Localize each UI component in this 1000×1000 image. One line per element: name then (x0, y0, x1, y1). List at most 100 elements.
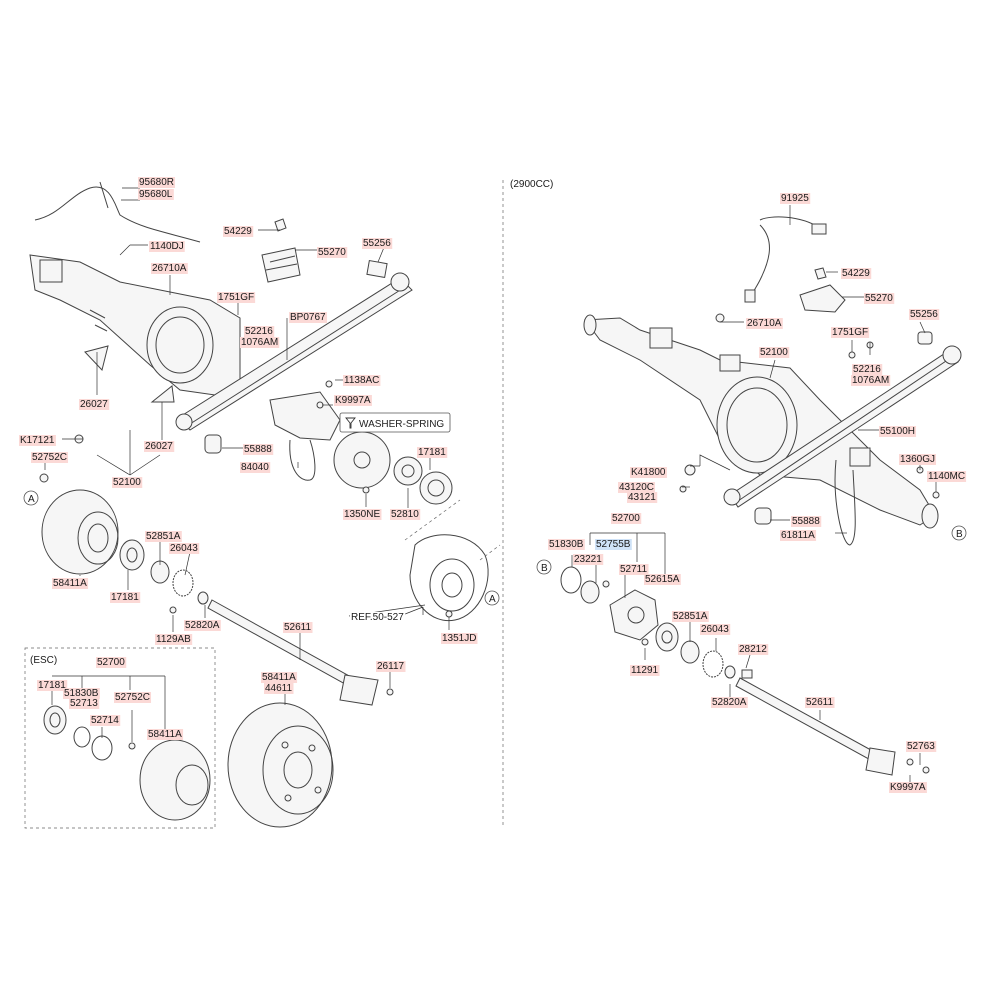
label-84040[interactable]: 84040 (240, 462, 271, 473)
label-1076AM-left[interactable]: 1076AM (240, 337, 280, 348)
svg-text:BP0767: BP0767 (290, 312, 326, 323)
left-hub[interactable] (41, 489, 209, 614)
label-52763[interactable]: 52763 (906, 741, 937, 752)
label-ref-50-527[interactable]: REF.50-527 (350, 612, 406, 623)
label-1360GJ[interactable]: 1360GJ (899, 454, 937, 465)
label-52851A-left[interactable]: 52851A (145, 531, 182, 542)
label-BP0767[interactable]: BP0767 (289, 312, 328, 323)
right-axle-housing[interactable] (583, 314, 939, 529)
label-52700-esc[interactable]: 52700 (96, 657, 127, 668)
svg-text:REF.50-527: REF.50-527 (351, 612, 404, 623)
label-52713[interactable]: 52713 (69, 698, 100, 709)
label-55100H[interactable]: 55100H (879, 426, 917, 437)
marker-a-left[interactable]: A (23, 490, 39, 506)
label-23221[interactable]: 23221 (573, 554, 604, 565)
label-54229-left[interactable]: 54229 (223, 226, 254, 237)
label-26027-b[interactable]: 26027 (144, 441, 175, 452)
right-leaf-spring[interactable] (723, 331, 962, 525)
marker-b-hub[interactable]: B (536, 559, 552, 575)
label-51830B-right[interactable]: 51830B (548, 539, 585, 550)
label-55256-right[interactable]: 55256 (909, 309, 940, 320)
left-axle-shaft[interactable] (207, 599, 394, 706)
part-labels: 95680R 95680L 1140DJ 54229 55270 55256 2… (19, 177, 967, 793)
label-17181-esc[interactable]: 17181 (37, 680, 68, 691)
label-K9997A-right[interactable]: K9997A (889, 782, 927, 793)
label-52820A-left[interactable]: 52820A (184, 620, 221, 631)
label-52216-right[interactable]: 52216 (852, 364, 883, 375)
label-91925[interactable]: 91925 (780, 193, 811, 204)
label-52714[interactable]: 52714 (90, 715, 121, 726)
label-1076AM-right[interactable]: 1076AM (851, 375, 891, 386)
label-58411A-left[interactable]: 58411A (52, 578, 89, 589)
label-55270-right[interactable]: 55270 (864, 293, 895, 304)
label-61811A[interactable]: 61811A (780, 530, 817, 541)
label-1751GF-right[interactable]: 1751GF (831, 327, 870, 338)
label-55888-left[interactable]: 55888 (243, 444, 274, 455)
label-26043-left[interactable]: 26043 (169, 543, 200, 554)
label-26043-right[interactable]: 26043 (700, 624, 731, 635)
label-11291[interactable]: 11291 (630, 665, 660, 676)
label-1140DJ[interactable]: 1140DJ (149, 241, 185, 252)
label-1129AB[interactable]: 1129AB (155, 634, 193, 645)
label-52611-right[interactable]: 52611 (805, 697, 835, 708)
label-58411A-esc[interactable]: 58411A (147, 729, 184, 740)
esc-hub-parts[interactable] (43, 705, 211, 821)
label-55888-right[interactable]: 55888 (791, 516, 822, 527)
left-leaf-spring[interactable] (175, 259, 413, 431)
label-44611[interactable]: 44611 (264, 683, 294, 694)
left-spring-seat[interactable] (261, 218, 301, 283)
label-52820A-right[interactable]: 52820A (711, 697, 748, 708)
label-1140MC[interactable]: 1140MC (927, 471, 967, 482)
svg-text:1751GF: 1751GF (832, 327, 868, 338)
label-55270-left[interactable]: 55270 (317, 247, 348, 258)
label-52810[interactable]: 52810 (390, 509, 421, 520)
label-17181-b[interactable]: 17181 (110, 592, 141, 603)
label-52752C-left[interactable]: 52752C (31, 452, 69, 463)
left-brake-drum[interactable] (227, 702, 334, 828)
label-1350NE[interactable]: 1350NE (343, 509, 382, 520)
label-43121[interactable]: 43121 (627, 492, 658, 503)
label-58411A-drum[interactable]: 58411A (261, 672, 298, 683)
label-1751GF-left[interactable]: 1751GF (217, 292, 256, 303)
label-1138AC[interactable]: 1138AC (343, 375, 381, 386)
label-43120C[interactable]: 43120C (618, 482, 656, 493)
label-52100-right[interactable]: 52100 (759, 347, 790, 358)
right-axle-shaft[interactable] (735, 669, 930, 776)
label-95680R[interactable]: 95680R (138, 177, 176, 188)
label-54229-right[interactable]: 54229 (841, 268, 872, 279)
svg-text:52611: 52611 (806, 697, 834, 708)
marker-b-axle[interactable]: B (951, 525, 967, 541)
label-28212[interactable]: 28212 (738, 644, 769, 655)
marker-a-ref[interactable]: A (484, 590, 500, 606)
label-52752C-esc[interactable]: 52752C (114, 692, 152, 703)
label-95680L[interactable]: 95680L (138, 189, 174, 200)
left-axle-housing[interactable] (29, 181, 241, 403)
label-26710A-left[interactable]: 26710A (151, 263, 188, 274)
label-51830B-esc[interactable]: 51830B (63, 688, 100, 699)
label-26117[interactable]: 26117 (376, 661, 406, 672)
svg-text:52711: 52711 (620, 564, 648, 575)
label-1351JD[interactable]: 1351JD (441, 633, 478, 644)
svg-text:1140DJ: 1140DJ (150, 241, 184, 252)
label-26027-a[interactable]: 26027 (79, 399, 110, 410)
label-K17121[interactable]: K17121 (19, 435, 56, 446)
label-52755B[interactable]: 52755B (595, 539, 632, 550)
label-52711[interactable]: 52711 (619, 564, 649, 575)
label-17181-a[interactable]: 17181 (417, 447, 448, 458)
label-52851A-right[interactable]: 52851A (672, 611, 709, 622)
svg-text:52755B: 52755B (596, 539, 631, 550)
label-52100-left[interactable]: 52100 (112, 477, 143, 488)
right-hub[interactable] (560, 566, 736, 679)
label-52611-left[interactable]: 52611 (283, 622, 313, 633)
left-brake-assembly[interactable] (39, 380, 453, 505)
label-K41800[interactable]: K41800 (630, 467, 667, 478)
label-52615A[interactable]: 52615A (644, 574, 681, 585)
label-K9997A-left[interactable]: K9997A (334, 395, 372, 406)
svg-text:58411A: 58411A (53, 578, 87, 589)
label-55256-left[interactable]: 55256 (362, 238, 393, 249)
label-26710A-right[interactable]: 26710A (746, 318, 783, 329)
label-52700-right[interactable]: 52700 (611, 513, 642, 524)
label-52216-left[interactable]: 52216 (244, 326, 275, 337)
right-abs-sensor[interactable] (744, 216, 827, 303)
